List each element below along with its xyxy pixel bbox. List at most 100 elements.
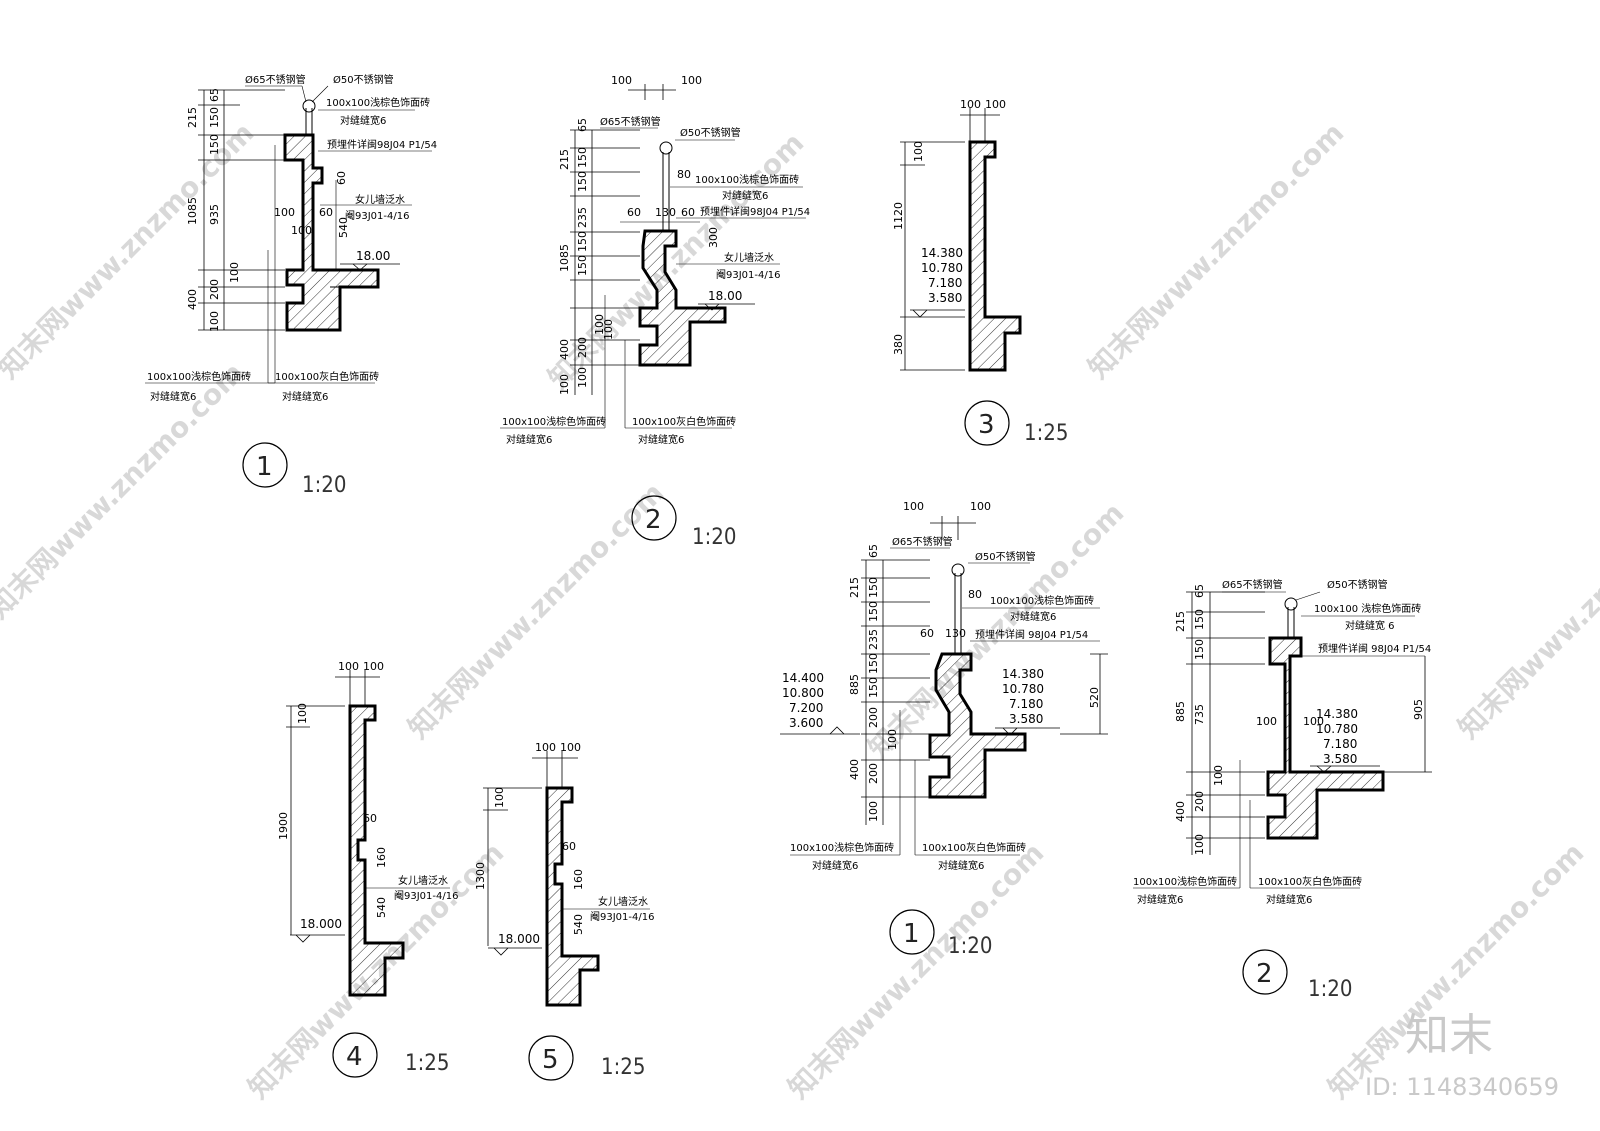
dim-label: 100 bbox=[903, 500, 924, 513]
section-profile bbox=[545, 786, 600, 1007]
material-note: 100x100浅棕色饰面砖 bbox=[695, 173, 799, 186]
dim-label: 1900 bbox=[277, 812, 290, 840]
dim-label: 200 bbox=[1193, 791, 1206, 812]
dim-label: 60 bbox=[363, 812, 377, 825]
scale-label: 1:25 bbox=[405, 1051, 449, 1076]
dim-label: 150 bbox=[576, 171, 589, 192]
dim-label: 100 bbox=[291, 224, 312, 237]
dim-label: 100 bbox=[338, 660, 359, 673]
embed-note: 预埋件详闽 98J04 P1/54 bbox=[1318, 642, 1431, 655]
detail-5: 100 100 100 1300 60 160 女儿墙泛水 阉93J01-4/1… bbox=[474, 741, 654, 1081]
flashing-note: 女儿墙泛水 bbox=[355, 193, 405, 206]
flashing-note: 女儿墙泛水 bbox=[598, 895, 648, 908]
material-note: 对缝缝宽 6 bbox=[1345, 619, 1395, 632]
material-note: 100x100浅棕色饰面砖 bbox=[1133, 875, 1237, 888]
detail-index-circle bbox=[242, 442, 288, 488]
dim-label: 400 bbox=[848, 759, 861, 780]
embed-note: 预埋件详闽 98J04 P1/54 bbox=[975, 628, 1088, 641]
dim-label: 100 bbox=[970, 500, 991, 513]
dim-label: 1120 bbox=[892, 202, 905, 230]
dim-label: 100 bbox=[560, 741, 581, 754]
dim-label: 100 bbox=[593, 314, 606, 335]
elevation-label: 7.180 bbox=[928, 276, 962, 290]
material-note: 100x100浅棕色饰面砖 bbox=[790, 841, 894, 854]
dim-label: 100 bbox=[867, 801, 880, 822]
elevation-label: 14.380 bbox=[1002, 667, 1044, 681]
dim-label: 200 bbox=[867, 763, 880, 784]
dim-label: 100 bbox=[1212, 765, 1225, 786]
elevation-label: 3.580 bbox=[1323, 752, 1357, 766]
dim-label: 60 bbox=[627, 206, 641, 219]
elevation-label: 3.600 bbox=[789, 716, 823, 730]
dim-label: 1085 bbox=[186, 197, 199, 225]
dim-label: 100 bbox=[228, 262, 241, 283]
section-profile bbox=[968, 140, 1022, 372]
dim-label: 300 bbox=[707, 227, 720, 248]
dim-label: 100 bbox=[208, 311, 221, 332]
dim-label: 215 bbox=[558, 149, 571, 170]
dim-label: 150 bbox=[867, 677, 880, 698]
material-note: 100x100浅棕色饰面砖 bbox=[502, 415, 606, 428]
scale-label: 1:25 bbox=[1024, 421, 1068, 446]
watermark-text: 知末网www.znzmo.com bbox=[402, 476, 671, 745]
watermark-text: 知末网www.znzmo.com bbox=[0, 116, 260, 385]
dim-label: 200 bbox=[867, 707, 880, 728]
detail-3: 100 100 100 1120 380 14.380 10.780 7.180… bbox=[892, 98, 1068, 446]
dim-label: 200 bbox=[576, 337, 589, 358]
material-note: 对缝缝宽6 bbox=[638, 433, 684, 446]
watermark-brand: 知末 bbox=[1405, 1010, 1493, 1061]
material-note: 对缝缝宽6 bbox=[1266, 893, 1312, 906]
dim-label: 60 bbox=[920, 627, 934, 640]
dim-label: 100 bbox=[274, 206, 295, 219]
detail-4: 100 100 100 1900 60 160 女儿墙泛水 阉93J01-4/1… bbox=[277, 660, 458, 1078]
dim-label: 100 bbox=[576, 367, 589, 388]
section-profile bbox=[1266, 636, 1385, 840]
detail-number: 5 bbox=[542, 1045, 559, 1075]
material-note: 对缝缝宽6 bbox=[506, 433, 552, 446]
dim-label: 380 bbox=[892, 334, 905, 355]
dim-label: 905 bbox=[1412, 699, 1425, 720]
dim-label: 150 bbox=[208, 107, 221, 128]
dim-label: 400 bbox=[558, 339, 571, 360]
dim-label: 160 bbox=[375, 847, 388, 868]
detail-index-circle bbox=[332, 1032, 378, 1078]
detail-index-circle bbox=[889, 909, 935, 955]
elevation-label: 18.00 bbox=[356, 249, 390, 263]
dim-label: 885 bbox=[1174, 701, 1187, 722]
watermark-text: 知末网www.znzmo.com bbox=[1082, 116, 1351, 385]
dim-label: 100 bbox=[886, 729, 899, 750]
watermark-text: 知末网www.znzmo.com bbox=[0, 356, 250, 625]
dim-label: 60 bbox=[319, 206, 333, 219]
pipe-label: Ø65不锈钢管 bbox=[600, 115, 661, 128]
dim-label: 100 bbox=[681, 74, 702, 87]
scale-label: 1:20 bbox=[948, 934, 992, 959]
material-note: 对缝缝宽6 bbox=[812, 859, 858, 872]
elevation-label: 14.380 bbox=[921, 246, 963, 260]
material-note: 100x100浅棕色饰面砖 bbox=[147, 370, 251, 383]
dim-label: 1300 bbox=[474, 862, 487, 890]
dim-label: 160 bbox=[572, 869, 585, 890]
section-profile bbox=[928, 652, 1027, 799]
detail-2b: 215 885 400 65 150 150 735 100 200 100 Ø… bbox=[1133, 578, 1432, 1002]
elevation-label: 7.180 bbox=[1009, 697, 1043, 711]
pipe-label: Ø65不锈钢管 bbox=[892, 535, 953, 548]
detail-number: 2 bbox=[645, 505, 662, 535]
material-note: 对缝缝宽6 bbox=[150, 390, 196, 403]
pipe-label: Ø50不锈钢管 bbox=[975, 550, 1036, 563]
dim-label: 65 bbox=[208, 88, 221, 102]
dim-label: 735 bbox=[1193, 704, 1206, 725]
dim-label: 100 bbox=[296, 703, 309, 724]
dim-label: 150 bbox=[576, 255, 589, 276]
material-note: 100x100灰白色饰面砖 bbox=[275, 370, 379, 383]
material-note: 100x100 浅棕色饰面砖 bbox=[1314, 602, 1421, 615]
elevation-label: 14.400 bbox=[782, 671, 824, 685]
dim-label: 520 bbox=[1088, 687, 1101, 708]
material-note: 100x100灰白色饰面砖 bbox=[632, 415, 736, 428]
dim-label: 100 bbox=[912, 141, 925, 162]
flashing-note: 阉93J01-4/16 bbox=[394, 889, 458, 902]
watermark-text: 知末网www.znzmo.com bbox=[1452, 476, 1600, 745]
dim-label: 100 bbox=[558, 374, 571, 395]
dim-label: 100 bbox=[493, 787, 506, 808]
dim-label: 150 bbox=[576, 147, 589, 168]
dim-label: 80 bbox=[677, 168, 691, 181]
